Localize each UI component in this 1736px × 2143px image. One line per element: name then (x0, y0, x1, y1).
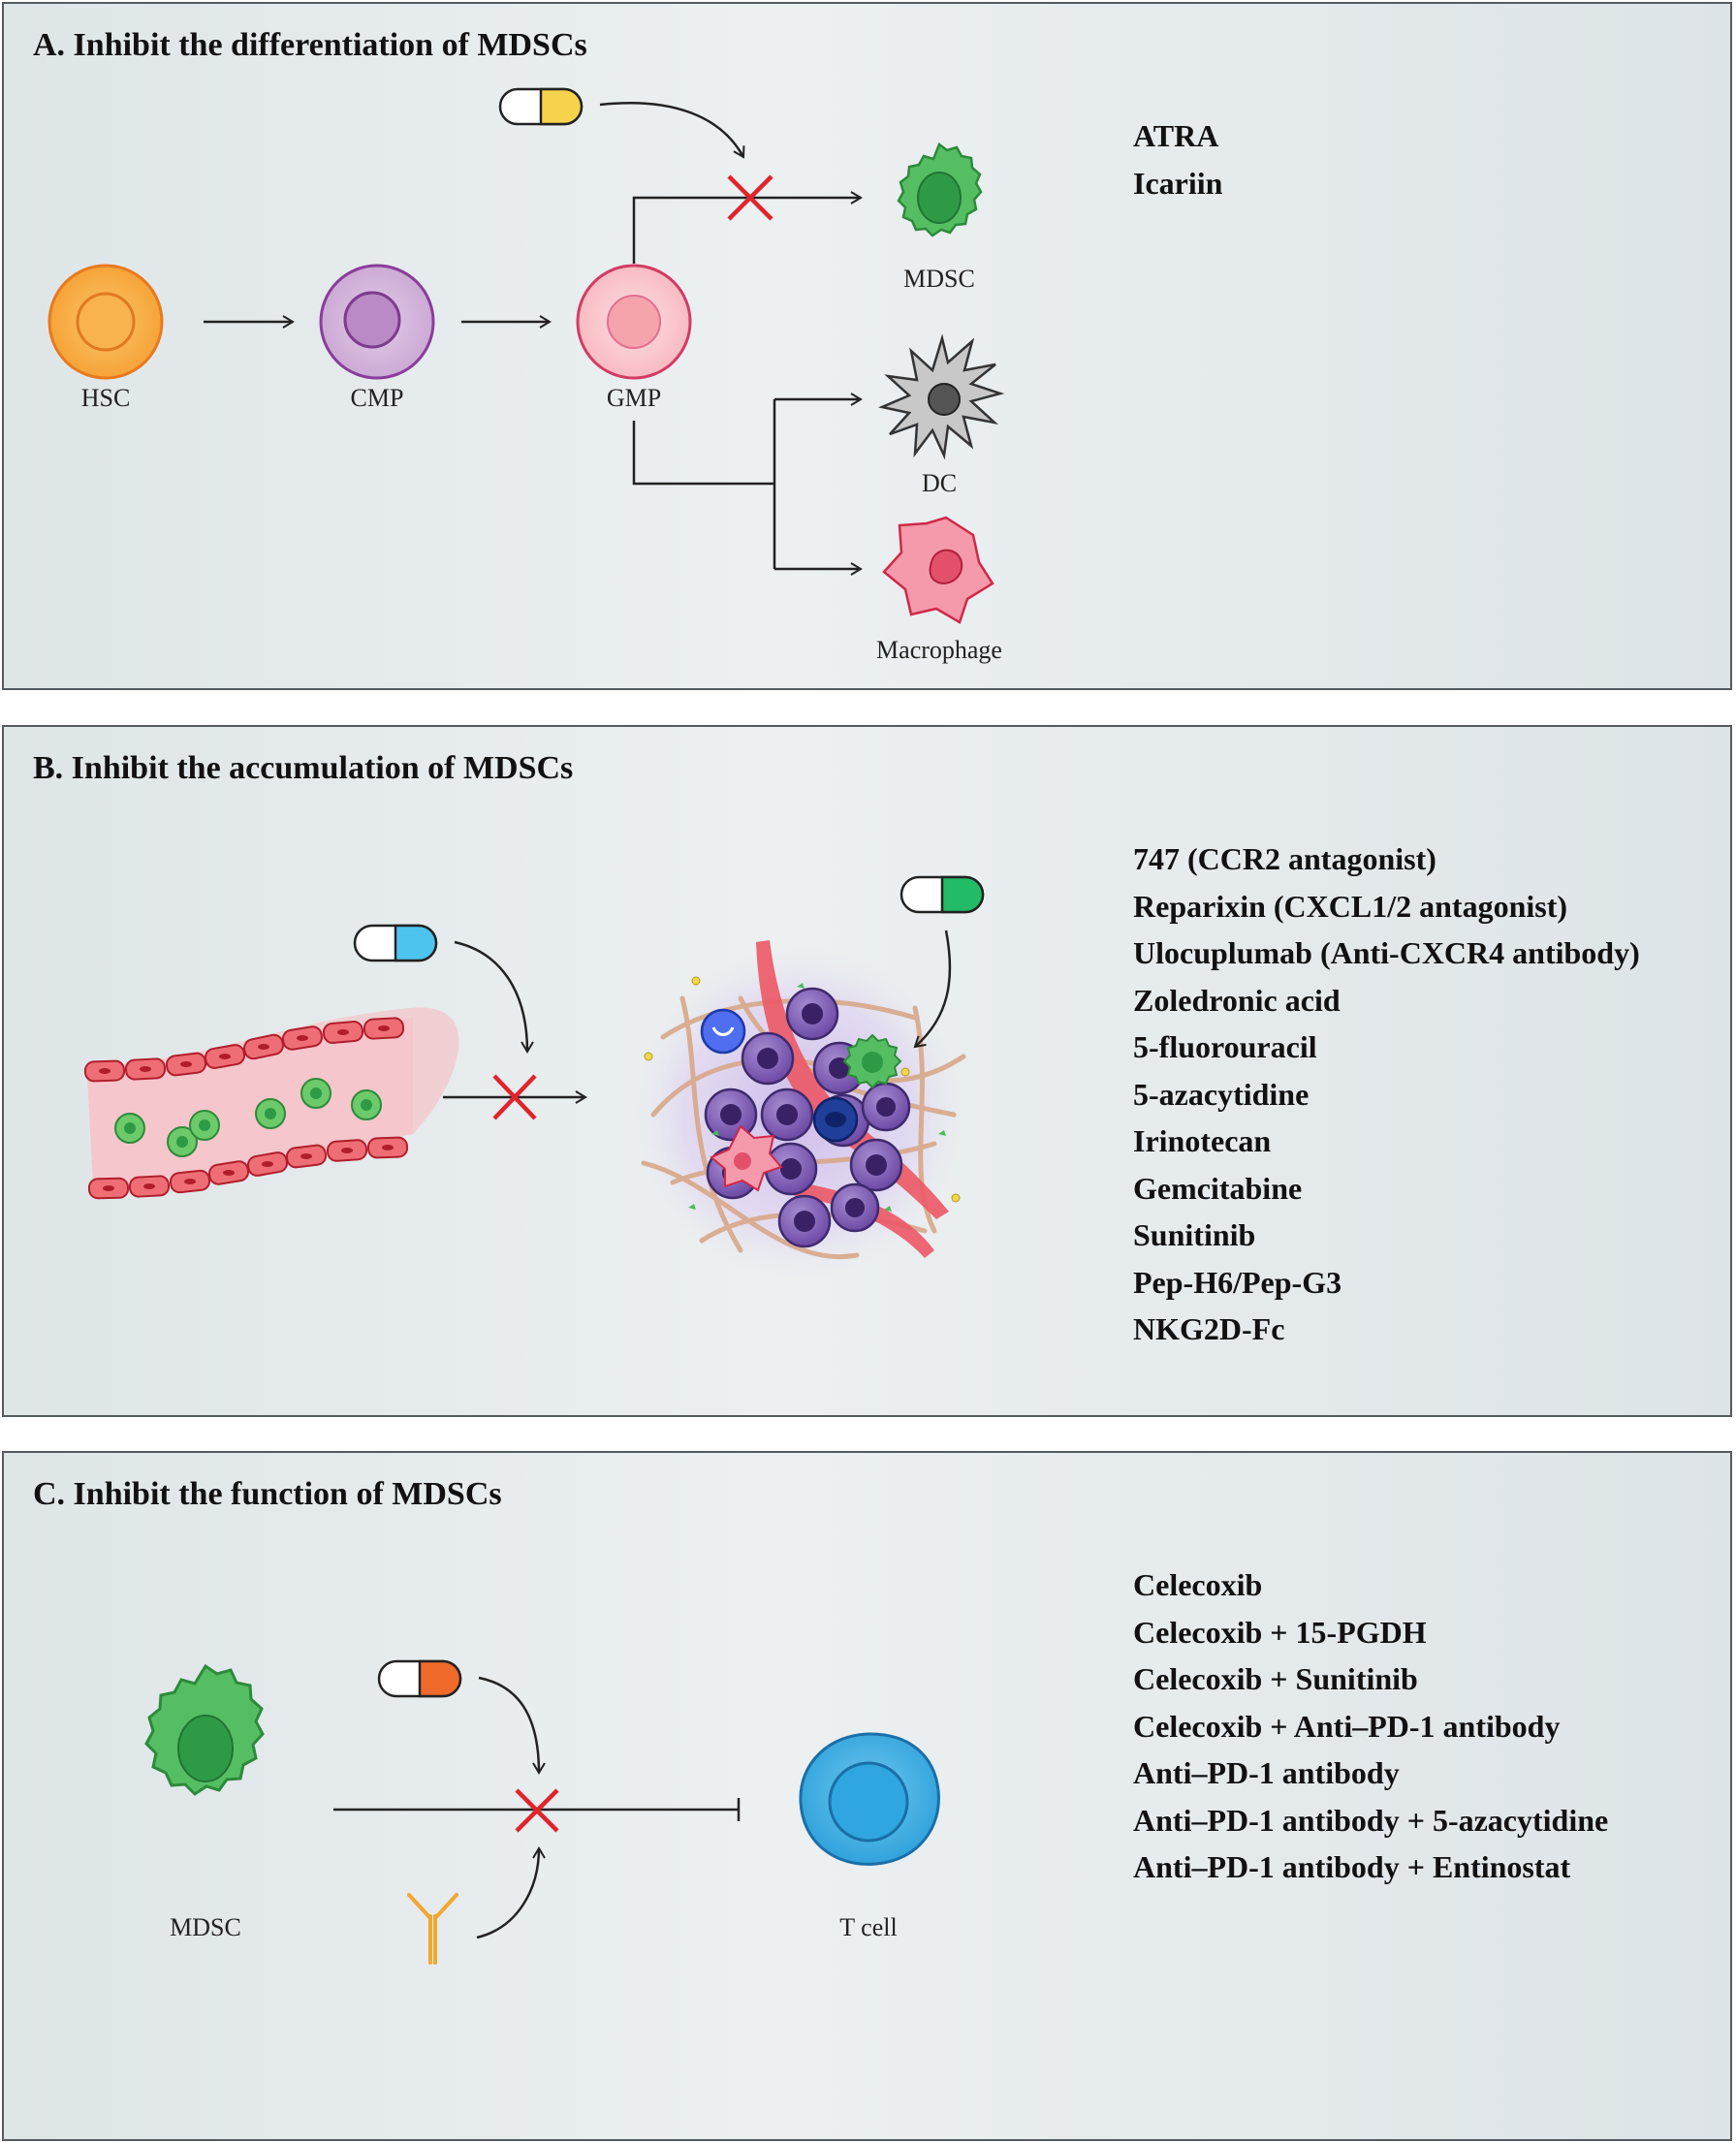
drug-arrow-c (478, 1676, 546, 1775)
drug-capsule-b2 (900, 875, 985, 914)
panel-c-title: C. Inhibit the function of MDSCs (33, 1476, 502, 1512)
gmp-cell (576, 264, 692, 380)
drug-item: Sunitinib (1133, 1217, 1256, 1252)
drug-arrow-b2 (913, 930, 952, 1049)
drug-item: Reparixin (CXCL1/2 antagonist) (1133, 888, 1568, 924)
tumor-microenvironment (634, 940, 966, 1277)
drug-arrow-a (599, 102, 745, 159)
drug-item: Anti–PD-1 antibody (1133, 1755, 1400, 1790)
drug-item: Gemcitabine (1133, 1170, 1303, 1206)
drug-item: 747 (CCR2 antagonist) (1133, 841, 1436, 876)
inhibit-x-a (727, 174, 773, 221)
drug-arrow-b (454, 940, 534, 1054)
mdsc-cell-c (144, 1663, 265, 1796)
drug-item: Anti–PD-1 antibody + Entinostat (1133, 1849, 1571, 1884)
mdsc-label: MDSC (903, 265, 975, 293)
drug-item: Celecoxib + Sunitinib (1133, 1661, 1418, 1696)
cmp-cell (319, 264, 435, 380)
inhibit-x-b (492, 1074, 537, 1120)
drug-item: Pep-H6/Pep-G3 (1133, 1264, 1342, 1300)
drug-item: Irinotecan (1133, 1123, 1272, 1158)
antibody-icon (407, 1893, 458, 1965)
panel-b: B. Inhibit the accumulation of MDSCs (2, 725, 1732, 1417)
dc-cell (877, 333, 1005, 460)
antibody-arrow (476, 1846, 546, 1939)
macrophage-cell (882, 516, 994, 624)
drug-item: 5-azacytidine (1133, 1076, 1310, 1112)
drug-item: Celecoxib + 15-PGDH (1133, 1614, 1427, 1650)
mdsc-cell (897, 142, 983, 237)
drug-item: NKG2D-Fc (1133, 1311, 1285, 1346)
t-cell (799, 1732, 940, 1866)
blood-vessel (83, 1007, 459, 1200)
mdsc-label-c: MDSC (170, 1913, 241, 1941)
macrophage-label: Macrophage (876, 636, 1002, 664)
drug-list-c: Celecoxib Celecoxib + 15-PGDH Celecoxib … (1133, 1561, 1608, 1891)
branch-gmp (632, 421, 774, 486)
drug-list-b: 747 (CCR2 antagonist) Reparixin (CXCL1/2… (1133, 835, 1640, 1353)
drug-item: Celecoxib (1133, 1567, 1263, 1602)
panel-b-diagram (83, 875, 985, 1277)
drug-item: Zoledronic acid (1133, 982, 1341, 1018)
drug-capsule-a (498, 87, 584, 126)
panel-a-title: A. Inhibit the differentiation of MDSCs (33, 27, 587, 63)
arrow-gmp-mdsc (632, 191, 863, 264)
drug-item: Icariin (1133, 165, 1223, 201)
drug-list-a: ATRA Icariin (1133, 112, 1222, 206)
panel-a-diagram: HSC CMP GMP MDSC (47, 87, 1005, 664)
hsc-cell (47, 264, 164, 380)
drug-item: 5-fluorouracil (1133, 1029, 1317, 1064)
drug-item: Ulocuplumab (Anti-CXCR4 antibody) (1133, 935, 1640, 970)
hsc-label: HSC (81, 384, 131, 412)
tcell-label: T cell (839, 1913, 897, 1941)
gmp-label: GMP (607, 384, 661, 412)
panel-c-diagram: MDSC T cell (144, 1659, 940, 1965)
panel-b-title: B. Inhibit the accumulation of MDSCs (33, 750, 574, 786)
inhibit-x-c (515, 1788, 559, 1833)
drug-item: Celecoxib + Anti–PD-1 antibody (1133, 1708, 1561, 1744)
panel-a: A. Inhibit the differentiation of MDSCs … (2, 2, 1732, 690)
panel-c: C. Inhibit the function of MDSCs MDSC (2, 1451, 1732, 2141)
drug-item: ATRA (1133, 118, 1219, 153)
drug-capsule-b (353, 924, 438, 962)
drug-item: Anti–PD-1 antibody + 5-azacytidine (1133, 1802, 1609, 1838)
cmp-label: CMP (351, 384, 404, 412)
dc-label: DC (922, 469, 957, 497)
drug-capsule-c (377, 1659, 462, 1698)
